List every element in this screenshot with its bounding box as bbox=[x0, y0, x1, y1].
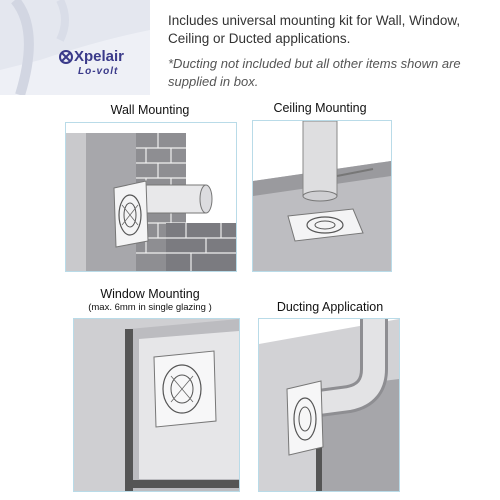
xpelair-logo-mark bbox=[59, 50, 73, 64]
logo-subtext: Lo-volt bbox=[78, 66, 119, 77]
ceiling-mounting-title: Ceiling Mounting bbox=[273, 101, 367, 115]
ducting-application-title: Ducting Application bbox=[276, 300, 384, 314]
logo-text: Xpelair bbox=[74, 48, 125, 65]
fan-unit-icon bbox=[113, 180, 149, 248]
ceiling-mounting-illustration bbox=[252, 120, 392, 272]
fan-unit-icon bbox=[286, 380, 324, 456]
product-logo-panel: Xpelair Lo-volt bbox=[0, 0, 150, 95]
intro-text: Includes universal mounting kit for Wall… bbox=[168, 13, 461, 46]
wall-mounting-illustration bbox=[65, 122, 237, 272]
window-mounting-illustration bbox=[73, 318, 240, 492]
fan-unit-icon bbox=[153, 350, 217, 428]
ducting-application-illustration bbox=[258, 318, 400, 492]
window-mounting-subtitle: (max. 6mm in single glazing ) bbox=[88, 302, 212, 313]
fan-unit-icon bbox=[287, 208, 364, 242]
window-mounting-title: Window Mounting bbox=[100, 287, 200, 301]
wall-mounting-title: Wall Mounting bbox=[110, 103, 190, 117]
ducting-note: *Ducting not included but all other item… bbox=[168, 56, 461, 89]
